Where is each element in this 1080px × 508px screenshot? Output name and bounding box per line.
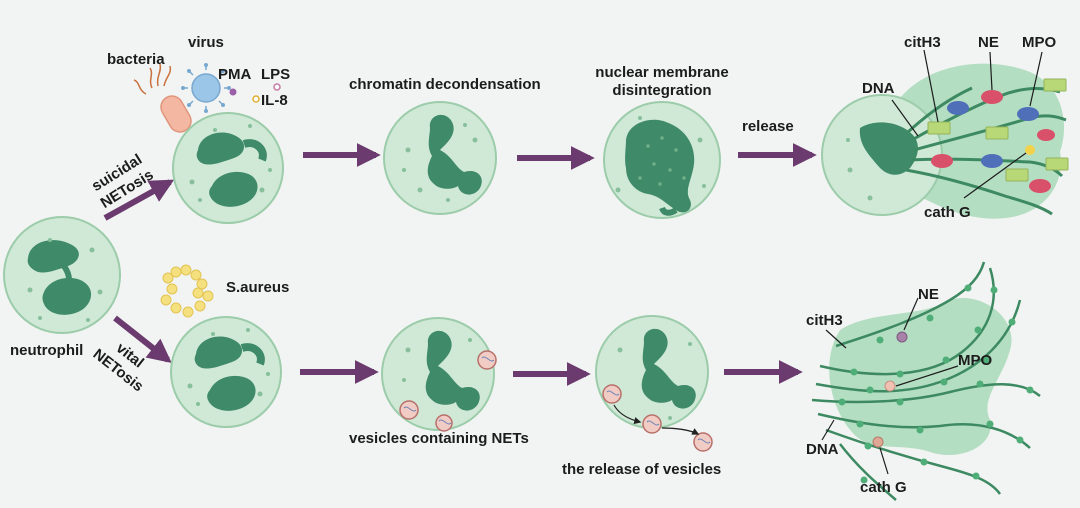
- bacteria-shape: [133, 63, 192, 133]
- suicidal-branch-arrow: [103, 179, 175, 221]
- nuclear-membrane-disintegration-cell: [603, 101, 721, 219]
- release-of-vesicles-label: the release of vesicles: [562, 461, 722, 478]
- chromatin-decondensation-cell: [383, 101, 497, 215]
- top-mpo-label: MPO: [1022, 34, 1057, 51]
- bottom-mpo-label: MPO: [958, 352, 993, 369]
- lps-dot: [273, 83, 281, 91]
- top-ne-label: NE: [978, 34, 999, 51]
- top-cith3-label: citH3: [904, 34, 941, 51]
- il8-label: IL-8: [261, 92, 288, 109]
- vital-cell-1: [170, 316, 282, 428]
- bottom-net-structure: [811, 261, 1041, 501]
- virus-label: virus: [188, 34, 224, 51]
- s-aureus-cluster: [160, 264, 214, 318]
- bacteria-label: bacteria: [107, 51, 165, 68]
- il8-dot: [252, 95, 260, 103]
- vital-branch-arrow: [113, 315, 172, 363]
- pma-label: PMA: [218, 66, 252, 83]
- vesicle-release-cell: [595, 315, 713, 452]
- vesicles-containing-nets-label: vesicles containing NETs: [349, 430, 529, 447]
- top-net-structure: [821, 49, 1069, 219]
- nuclear-membrane-disintegration-label: nuclear membrane disintegration: [595, 64, 729, 99]
- suicidal-cell-1: [172, 112, 284, 224]
- neutrophil-label: neutrophil: [10, 342, 84, 359]
- bottom-ne-label: NE: [918, 286, 939, 303]
- lps-label: LPS: [261, 66, 291, 83]
- top-cath-g-label: cath G: [924, 204, 971, 221]
- neutrophil-cell: [3, 216, 121, 334]
- bottom-cath-g-label: cath G: [860, 479, 907, 496]
- bottom-dna-label: DNA: [806, 441, 839, 458]
- top-dna-label: DNA: [862, 80, 895, 97]
- virus-shape: [181, 63, 231, 113]
- chromatin-decondensation-label: chromatin decondensation: [349, 76, 541, 93]
- release-label: release: [742, 118, 794, 135]
- bottom-cith3-label: citH3: [806, 312, 843, 329]
- pma-dot: [229, 88, 237, 96]
- s-aureus-label: S.aureus: [226, 279, 290, 296]
- vesicle-cell-1: [381, 317, 497, 432]
